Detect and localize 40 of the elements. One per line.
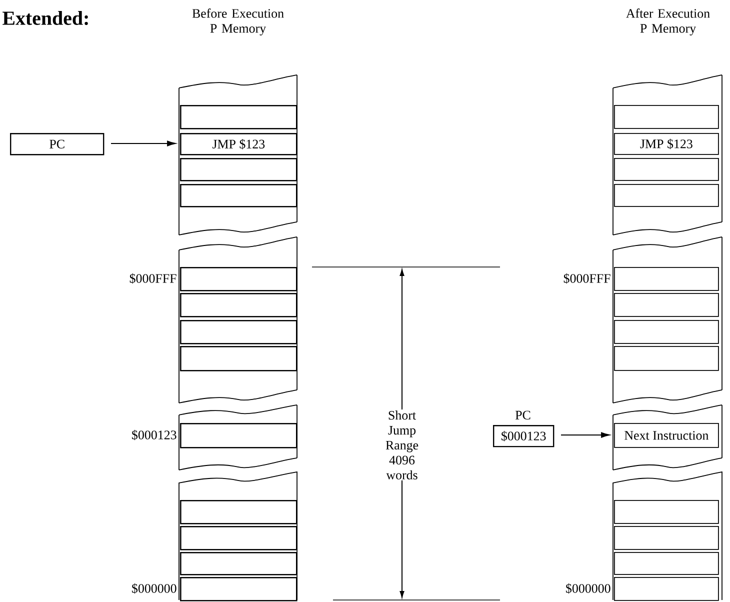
title: Extended: — [2, 10, 88, 26]
memory-cell — [614, 267, 719, 291]
address-label: $000FFF — [564, 273, 610, 284]
arrow — [560, 432, 610, 438]
memory-cell — [614, 346, 719, 371]
memory-cell — [180, 577, 298, 602]
pc-box: $000123 — [493, 425, 554, 448]
memory-cell — [614, 320, 719, 344]
memory-cell: JMP $123 — [614, 133, 719, 155]
register-label: PC — [515, 410, 530, 420]
dimension-label: Short Jump Range 4096 words — [378, 410, 426, 480]
memory-cell — [614, 552, 719, 575]
memory-cell: Next Instruction — [614, 423, 719, 448]
memory-cell — [180, 526, 298, 550]
memory-cell — [614, 526, 719, 550]
memory-cell — [180, 320, 298, 344]
pc-box: PC — [10, 133, 104, 156]
column-heading: Before Execution P Memory — [192, 8, 284, 36]
memory-cell — [180, 158, 298, 182]
address-label: $000000 — [132, 583, 176, 594]
memory-cell — [180, 500, 298, 524]
memory-cell — [180, 423, 298, 448]
memory-cell — [614, 293, 719, 317]
column-heading: After Execution P Memory — [626, 8, 710, 36]
memory-cell — [180, 184, 298, 208]
memory-cell — [180, 267, 298, 292]
memory-cell — [180, 105, 298, 130]
arrow — [110, 140, 176, 146]
memory-cell — [180, 552, 298, 576]
address-label: $000123 — [132, 430, 176, 440]
address-label: $000000 — [566, 583, 610, 594]
memory-cell — [180, 346, 298, 372]
memory-cell — [614, 577, 719, 601]
memory-cell — [614, 184, 719, 207]
memory-cell — [614, 158, 719, 181]
memory-cell — [614, 105, 719, 129]
memory-cell — [180, 293, 298, 318]
address-label: $000FFF — [130, 273, 176, 284]
memory-cell: JMP $123 — [180, 133, 298, 156]
memory-cell — [614, 500, 719, 524]
